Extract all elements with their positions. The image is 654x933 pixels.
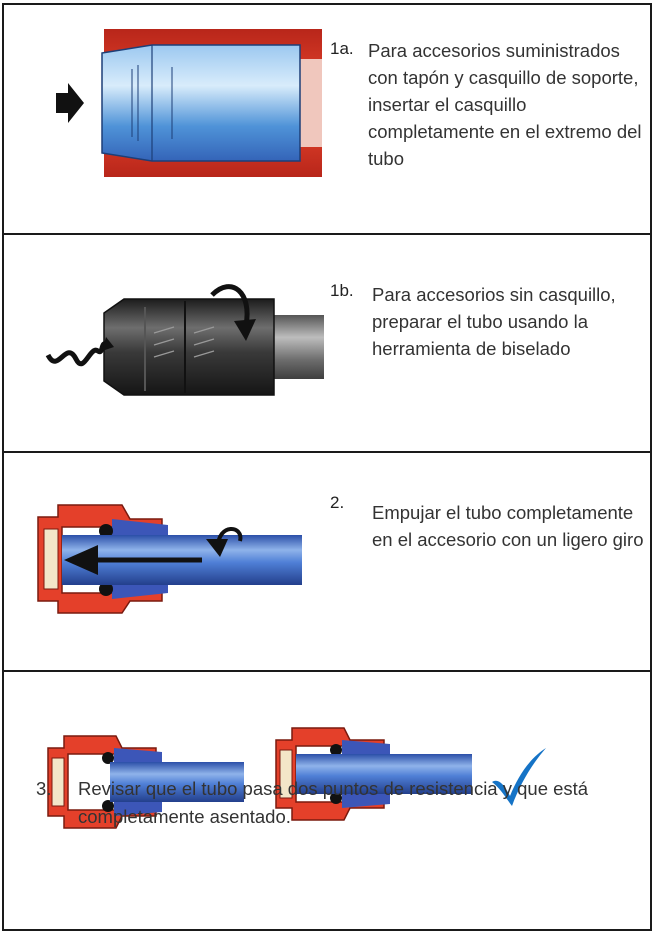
push-arrow-icon	[64, 545, 98, 575]
step-1b: 1b. Para accesorios sin casquillo, prepa…	[4, 233, 650, 451]
insert-insert-illustration	[56, 29, 322, 177]
step-text: Para accesorios suministrados con tapón …	[368, 40, 642, 169]
step-2: 2. Empujar el tubo completamente en el a…	[4, 451, 650, 670]
step-1a: 1a. Para accesorios suministrados con ta…	[4, 5, 650, 233]
step-number: 1a.	[330, 39, 354, 58]
o-ring	[99, 524, 113, 538]
full-insertion-illustration	[275, 727, 472, 821]
push-pipe-illustration	[37, 504, 302, 614]
step-text: Empujar el tubo completamente en el acce…	[372, 502, 644, 550]
rotate-arrow-icon	[210, 284, 250, 326]
instruction-sheet: 1a. Para accesorios suministrados con ta…	[2, 3, 652, 931]
partial-insertion-illustration	[47, 735, 244, 829]
collet	[112, 519, 168, 539]
chamfer-tool-illustration	[45, 284, 324, 396]
turn-squiggle-icon	[45, 341, 110, 367]
step-number: 3.	[36, 778, 52, 799]
chamfer-tool	[103, 298, 275, 396]
step-text: Para accesorios sin casquillo, preparar …	[372, 284, 616, 359]
step-number: 1b.	[330, 281, 354, 300]
step-text-row: 3. Revisar que el tubo pasa dos puntos d…	[36, 775, 616, 831]
step-text: Revisar que el tubo pasa dos puntos de r…	[78, 778, 589, 827]
step-number: 2.	[330, 493, 345, 512]
push-arrow-icon	[56, 83, 84, 123]
checkmark-icon	[492, 748, 546, 806]
step-3: 3. Revisar que el tubo pasa dos puntos d…	[4, 670, 650, 929]
